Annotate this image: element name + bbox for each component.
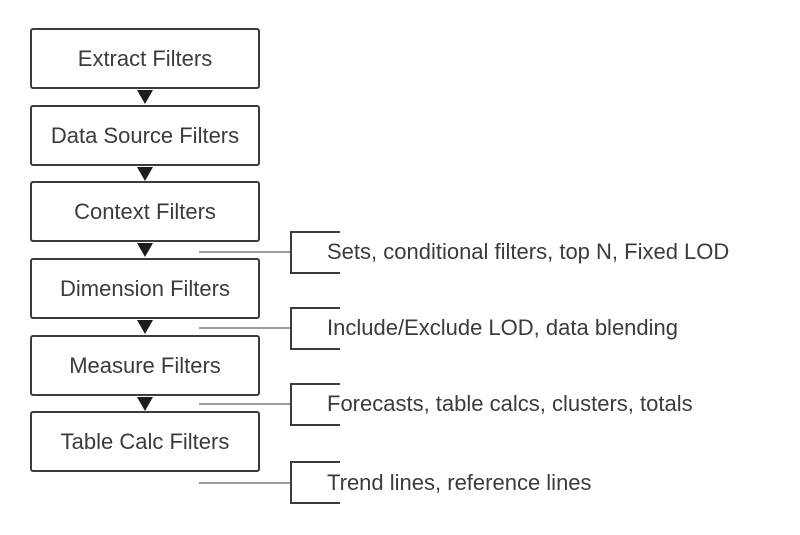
arrow-down-icon (137, 243, 153, 257)
arrow-down-icon (137, 90, 153, 104)
flow-box-label: Extract Filters (77, 45, 213, 71)
annotation-trend-reference-lines: Trend lines, reference lines (327, 468, 592, 498)
arrow-down-icon (137, 397, 153, 411)
annotation-table-calc-filters: Forecasts, table calcs, clusters, totals (327, 389, 693, 419)
annotation-measure-filters: Include/Exclude LOD, data blending (327, 313, 678, 343)
annotation-text: Include/Exclude LOD, data blending (327, 315, 679, 340)
bracket-icon (290, 461, 340, 504)
annotation-text: Sets, conditional filters, top N, Fixed … (327, 239, 730, 264)
flow-box-table-calc-filters: Table Calc Filters (30, 411, 260, 472)
flow-box-label: Measure Filters (69, 352, 221, 378)
flow-box-measure-filters: Measure Filters (30, 335, 260, 396)
flow-box-data-source-filters: Data Source Filters (30, 105, 260, 166)
flow-box-label: Context Filters (74, 198, 216, 224)
annotation-connector-line (199, 327, 291, 329)
annotation-text: Trend lines, reference lines (327, 470, 592, 495)
arrow-down-icon (137, 320, 153, 334)
annotation-text: Forecasts, table calcs, clusters, totals (327, 391, 693, 416)
annotation-connector-line (199, 403, 291, 405)
bracket-icon (290, 231, 340, 274)
flow-box-label: Table Calc Filters (60, 428, 230, 454)
flow-box-context-filters: Context Filters (30, 181, 260, 242)
annotation-connector-line (199, 482, 291, 484)
bracket-icon (290, 307, 340, 350)
bracket-icon (290, 383, 340, 426)
flow-box-extract-filters: Extract Filters (30, 28, 260, 89)
flow-box-label: Dimension Filters (60, 275, 230, 301)
annotation-connector-line (199, 251, 291, 253)
flow-box-dimension-filters: Dimension Filters (30, 258, 260, 319)
arrow-down-icon (137, 167, 153, 181)
annotation-dimension-filters: Sets, conditional filters, top N, Fixed … (327, 237, 729, 267)
flow-box-label: Data Source Filters (50, 122, 240, 148)
